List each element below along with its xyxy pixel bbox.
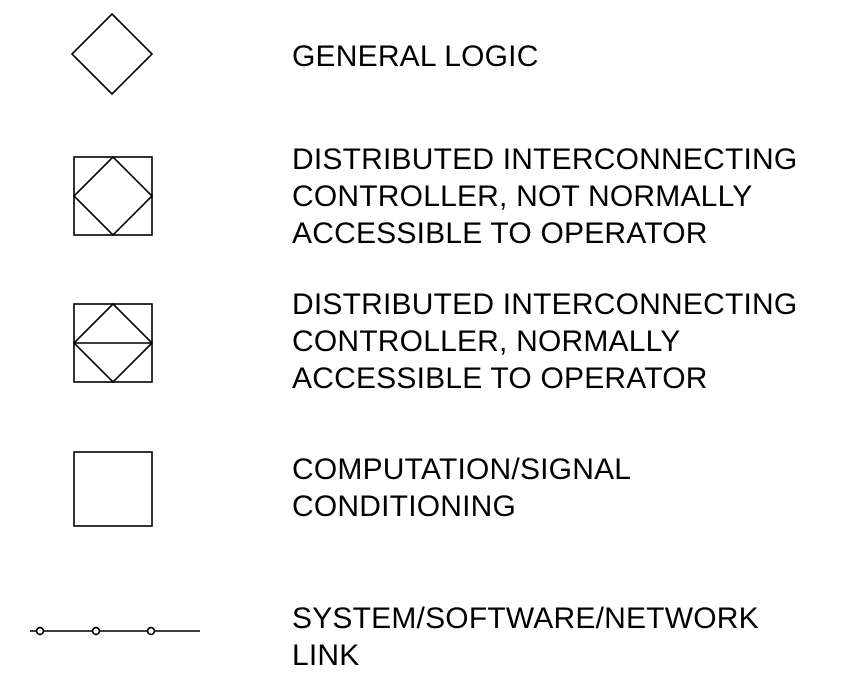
link-node-icon xyxy=(91,626,101,636)
legend-label-line: CONTROLLER, NOT NORMALLY xyxy=(292,180,753,213)
network-link-symbol-icon xyxy=(30,626,200,636)
diamond-symbol-icon xyxy=(70,12,154,96)
legend-label-line: CONDITIONING xyxy=(292,490,517,523)
link-node-icon xyxy=(146,626,156,636)
legend-label-line: ACCESSIBLE TO OPERATOR xyxy=(292,217,708,250)
legend-label-computation: COMPUTATION/SIGNAL CONDITIONING xyxy=(292,451,631,525)
legend-label-line: DISTRIBUTED INTERCONNECTING xyxy=(292,143,798,176)
legend-label-line: SYSTEM/SOFTWARE/NETWORK xyxy=(292,602,759,635)
square-symbol-icon xyxy=(73,451,153,527)
legend-label-line: CONTROLLER, NORMALLY xyxy=(292,325,681,358)
legend-label-general-logic: GENERAL LOGIC xyxy=(292,38,539,75)
legend-label-line: COMPUTATION/SIGNAL xyxy=(292,453,632,486)
diamond-in-square-with-line-symbol-icon xyxy=(72,302,154,384)
legend-label-line: LINK xyxy=(292,639,360,672)
legend-label-line: DISTRIBUTED INTERCONNECTING xyxy=(292,288,798,321)
legend-label-controller-accessible: DISTRIBUTED INTERCONNECTING CONTROLLER, … xyxy=(292,286,797,397)
diamond-in-square-symbol-icon xyxy=(72,155,154,237)
legend-label-network-link: SYSTEM/SOFTWARE/NETWORK LINK xyxy=(292,600,759,674)
legend-label-line: GENERAL LOGIC xyxy=(292,40,539,73)
link-node-icon xyxy=(35,626,45,636)
legend-label-controller-not-accessible: DISTRIBUTED INTERCONNECTING CONTROLLER, … xyxy=(292,141,797,252)
legend-label-line: ACCESSIBLE TO OPERATOR xyxy=(292,362,708,395)
